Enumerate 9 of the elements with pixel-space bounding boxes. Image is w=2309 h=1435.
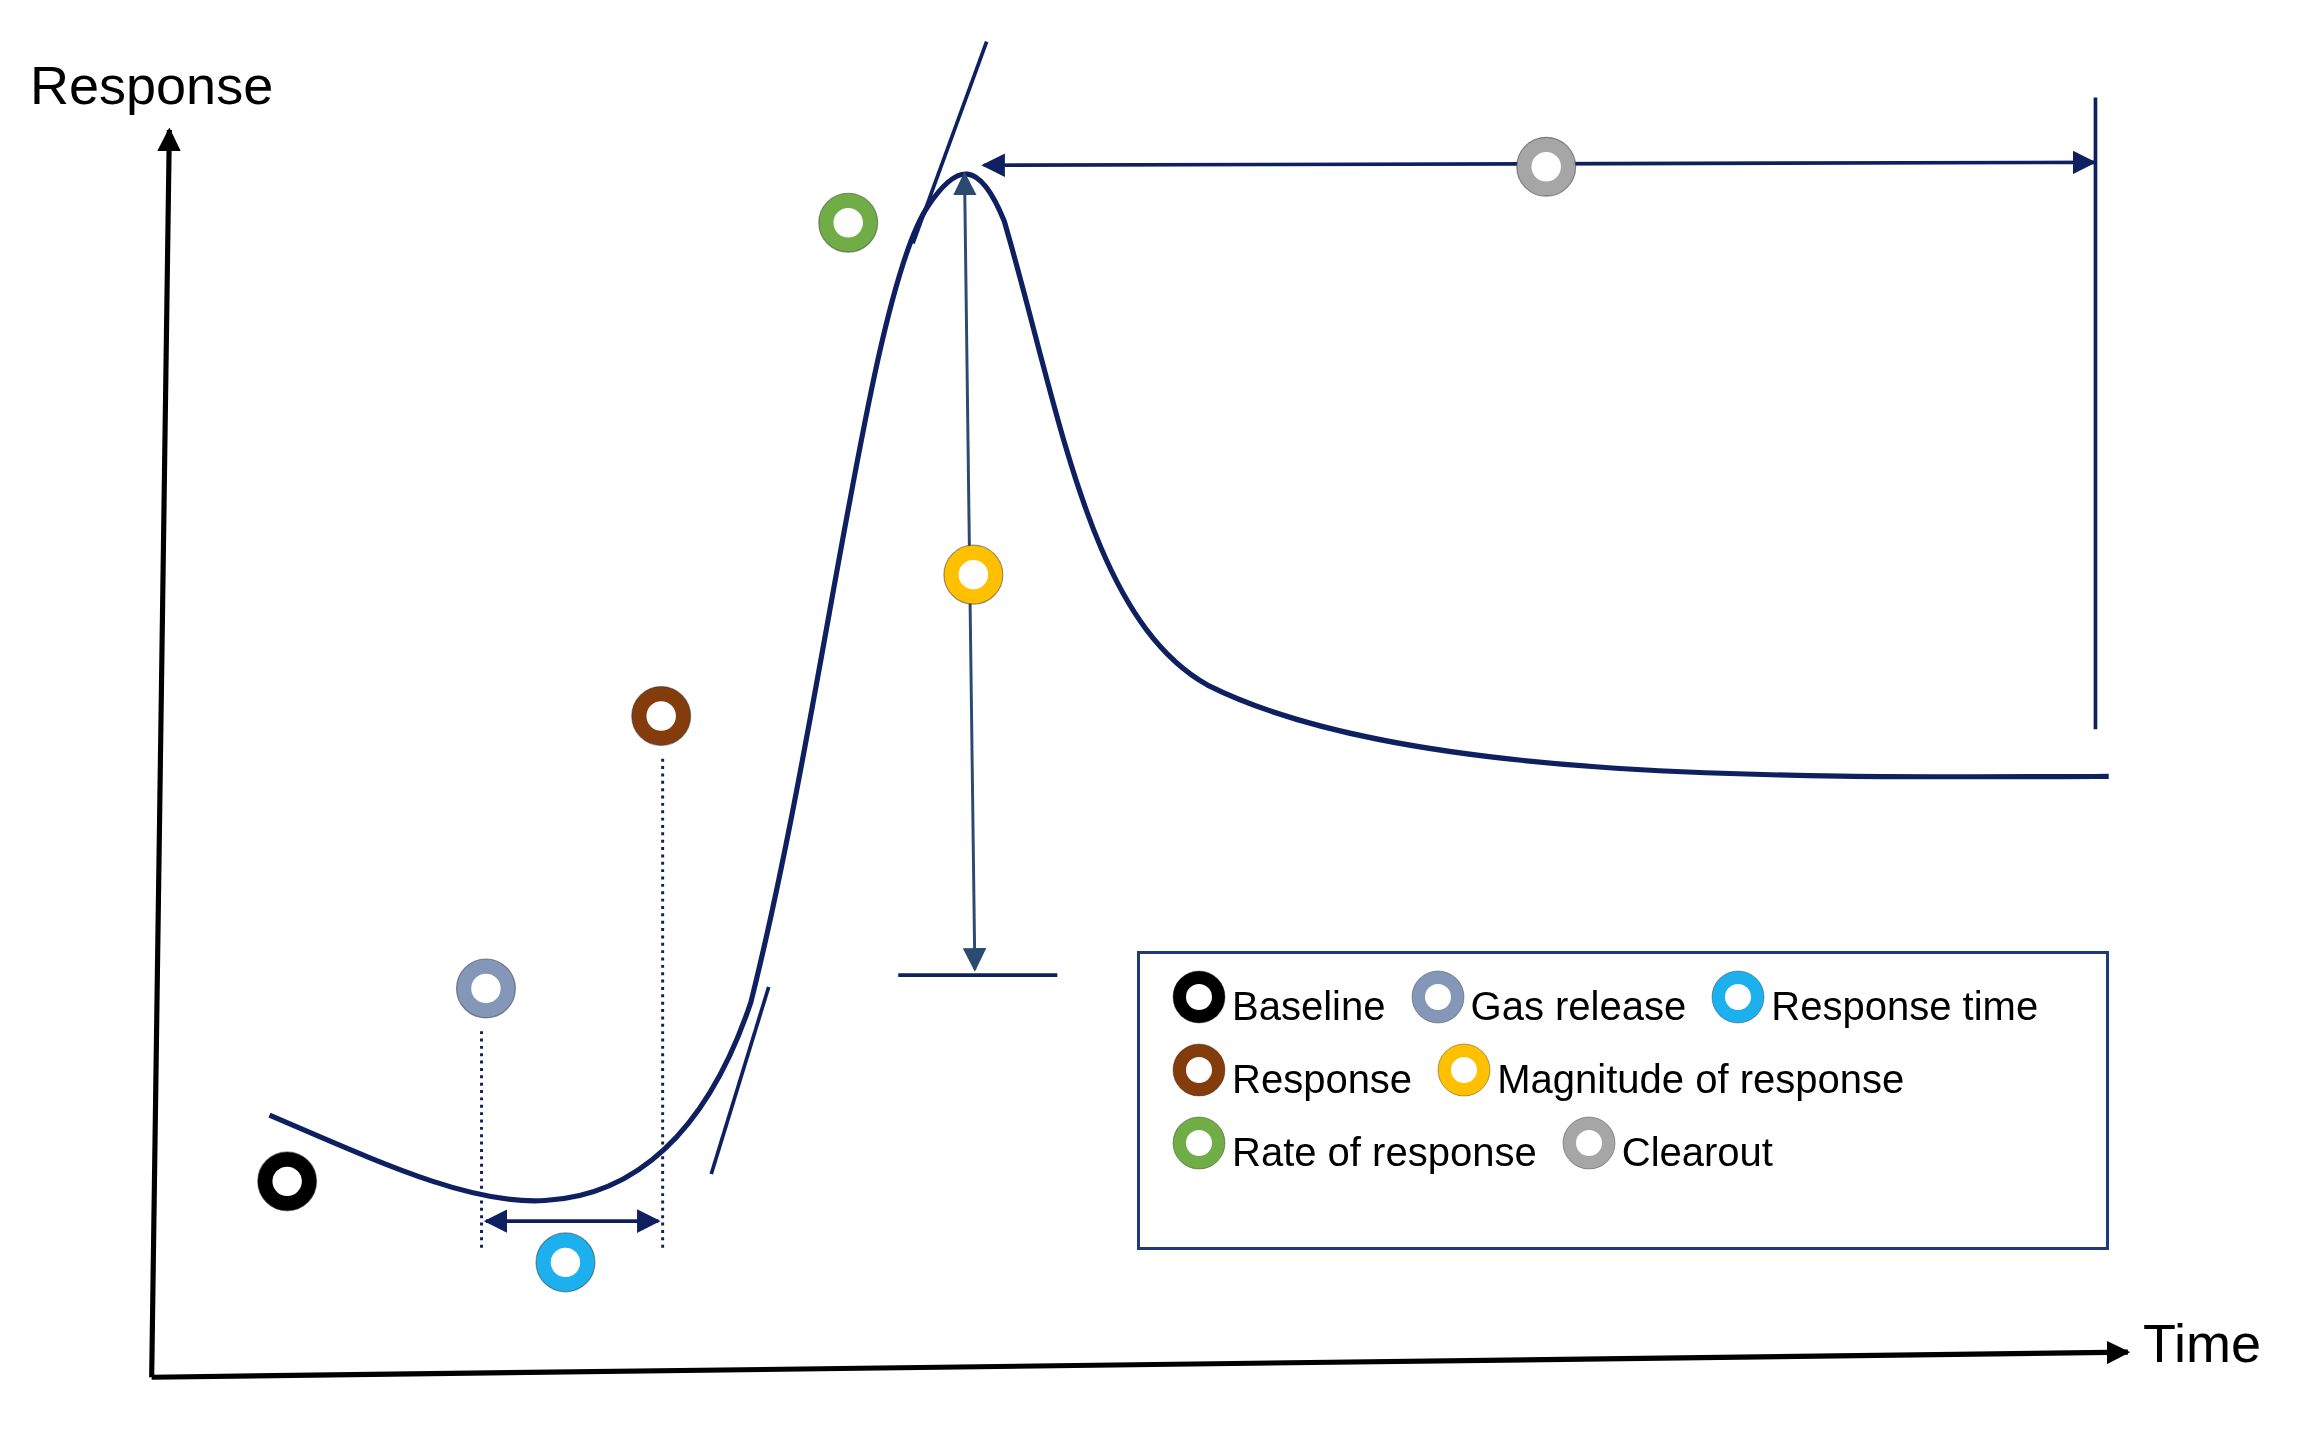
- axis-label: Response: [30, 56, 274, 116]
- legend-label: Gas release: [1470, 984, 1687, 1028]
- legend-label: Response: [1232, 1057, 1413, 1101]
- legend-label: Clearout: [1621, 1130, 1773, 1174]
- legend-label: Magnitude of response: [1497, 1057, 1905, 1101]
- legend-label: Rate of response: [1232, 1130, 1537, 1174]
- legend-label: Baseline: [1232, 984, 1386, 1028]
- axis-label: Time: [2143, 1314, 2261, 1374]
- legend-label: Response time: [1771, 984, 2039, 1028]
